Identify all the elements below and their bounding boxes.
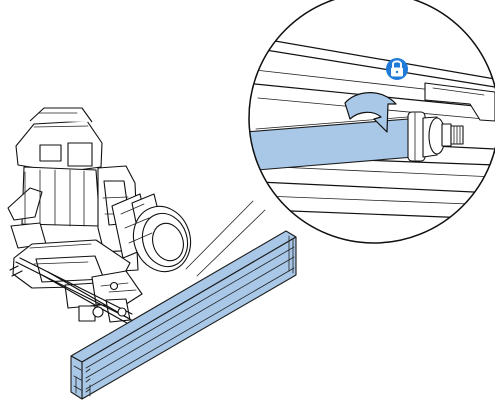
rod-mount (9, 239, 167, 344)
rotate-arrow-icon (344, 92, 397, 133)
camera-lens (111, 193, 192, 273)
lock-icon (386, 58, 408, 80)
zoom-inset (248, 0, 495, 244)
blue-rail (70, 230, 297, 400)
zoom-callout (185, 200, 266, 277)
